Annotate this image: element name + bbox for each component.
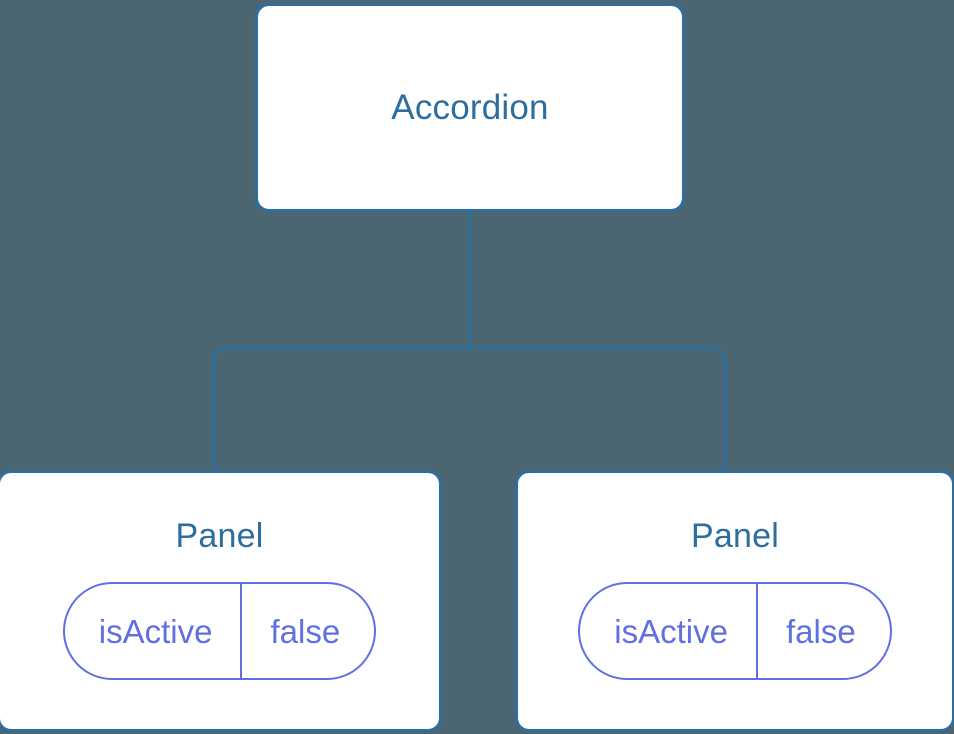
prop-value: false: [240, 584, 374, 678]
connector-branch-right: [470, 346, 727, 472]
node-title: Panel: [175, 517, 264, 555]
connector-branch-left: [212, 346, 470, 472]
prop-key: isActive: [98, 612, 213, 650]
node-panel-0[interactable]: Panel isActive false: [0, 470, 442, 732]
node-title: Panel: [691, 517, 779, 555]
prop-key: isActive: [614, 612, 728, 650]
prop-value: false: [755, 584, 890, 678]
node-accordion[interactable]: Accordion: [255, 3, 685, 212]
prop-badge[interactable]: isActive false: [578, 582, 892, 680]
prop-badge[interactable]: isActive false: [62, 582, 377, 680]
node-title: Accordion: [391, 88, 549, 127]
node-panel-1[interactable]: Panel isActive false: [515, 470, 954, 732]
